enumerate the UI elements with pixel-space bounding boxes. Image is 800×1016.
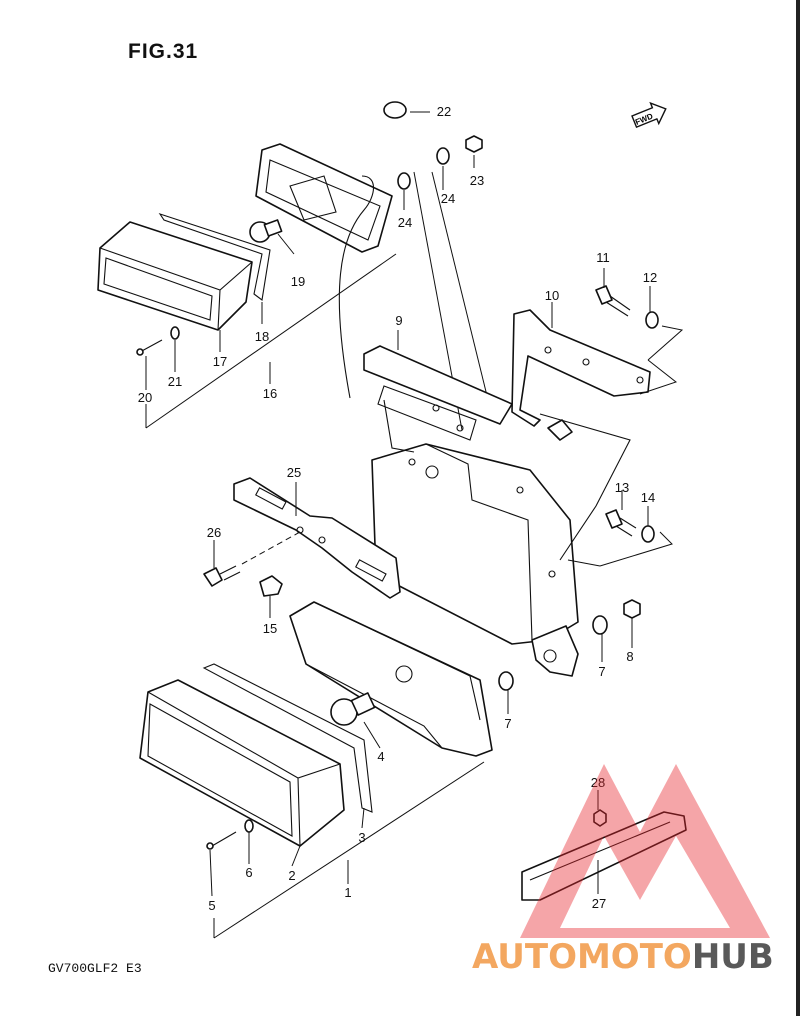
callout-3: 3 xyxy=(358,830,365,845)
part-17-lens xyxy=(97,221,253,331)
callout-6: 6 xyxy=(245,865,252,880)
part-12-washer xyxy=(645,311,659,329)
callout-7a: 7 xyxy=(504,716,511,731)
fender-body xyxy=(371,443,579,645)
callout-14: 14 xyxy=(641,490,655,505)
part-5-screw xyxy=(206,831,237,850)
callout-11: 11 xyxy=(596,250,610,265)
callout-2: 2 xyxy=(288,868,295,883)
part-10-side-bracket xyxy=(511,309,651,427)
callout-5: 5 xyxy=(208,898,215,913)
part-7-washer-left xyxy=(498,671,514,691)
callout-28: 28 xyxy=(591,775,605,790)
part-8-nut xyxy=(623,599,641,619)
callout-24a: 24 xyxy=(398,215,412,230)
callout-18: 18 xyxy=(255,329,269,344)
callout-17: 17 xyxy=(213,354,227,369)
callout-1: 1 xyxy=(344,885,351,900)
callout-26: 26 xyxy=(207,525,221,540)
callout-7b: 7 xyxy=(598,664,605,679)
callout-12: 12 xyxy=(643,270,657,285)
model-code-label: GV700GLF2 E3 xyxy=(48,961,142,976)
callout-23: 23 xyxy=(470,173,484,188)
watermark-text-part2: HUB xyxy=(692,937,774,977)
part-20-screw xyxy=(136,339,163,356)
part-6-washer xyxy=(244,819,254,833)
callout-13: 13 xyxy=(615,480,629,495)
lamp-wire xyxy=(338,175,375,399)
part-15-cap xyxy=(259,575,283,597)
tail-lamp-assembly xyxy=(139,601,514,939)
part-27-reflector xyxy=(521,811,687,901)
watermark-logo: AUTOMOTOHUB xyxy=(472,764,774,977)
watermark-triangle-icon xyxy=(520,764,770,938)
watermark-text-part1: AUTOMOTO xyxy=(472,937,692,977)
callout-9: 9 xyxy=(395,313,402,328)
part-24-washer-b xyxy=(436,147,450,165)
side-bracket-assembly xyxy=(511,285,684,635)
upper-lamp-assembly xyxy=(97,143,397,429)
part-21-washer xyxy=(170,326,180,340)
callout-15: 15 xyxy=(263,621,277,636)
callout-19: 19 xyxy=(291,274,305,289)
callout-27: 27 xyxy=(592,896,606,911)
part-28-nut xyxy=(593,809,607,827)
main-fender-bracket xyxy=(363,345,579,677)
license-plate-bracket xyxy=(203,477,401,599)
page-right-border xyxy=(796,0,800,1016)
leader-lines xyxy=(145,111,651,897)
tail-lamp-socket xyxy=(395,665,413,683)
figure-title: FIG.31 xyxy=(128,40,199,63)
callout-24b: 24 xyxy=(441,191,455,206)
part-14-washer xyxy=(641,525,655,543)
lamp-housing xyxy=(255,143,393,253)
callout-20: 20 xyxy=(138,390,152,405)
part-24-washer-a xyxy=(397,172,411,190)
forward-arrow-icon: FWD xyxy=(631,101,667,129)
part-22-grommet xyxy=(383,101,407,119)
callout-10: 10 xyxy=(545,288,559,303)
callout-22: 22 xyxy=(437,104,451,119)
part-2-lens xyxy=(139,679,345,847)
part-3-gasket xyxy=(202,663,373,813)
part-26-bolt xyxy=(203,567,223,587)
top-hardware xyxy=(383,101,491,431)
fender-mount-ear xyxy=(531,625,579,677)
reflector-assembly xyxy=(521,809,687,901)
part-13-bolt xyxy=(605,509,623,529)
callout-4: 4 xyxy=(377,749,384,764)
part-9-grab-bracket xyxy=(363,345,513,425)
part-11-bolt xyxy=(595,285,613,305)
part-18-gasket xyxy=(158,212,271,301)
part-23-nut xyxy=(465,135,483,153)
part-7-washer-right xyxy=(592,615,608,635)
callout-numbers: 22 23 24 24 11 12 10 9 19 18 17 20 21 16… xyxy=(138,104,657,913)
callout-21: 21 xyxy=(168,374,182,389)
callout-25: 25 xyxy=(287,465,301,480)
callout-8: 8 xyxy=(626,649,633,664)
watermark-text: AUTOMOTOHUB xyxy=(472,937,774,977)
callout-16: 16 xyxy=(263,386,277,401)
tail-lamp-housing xyxy=(289,601,493,757)
